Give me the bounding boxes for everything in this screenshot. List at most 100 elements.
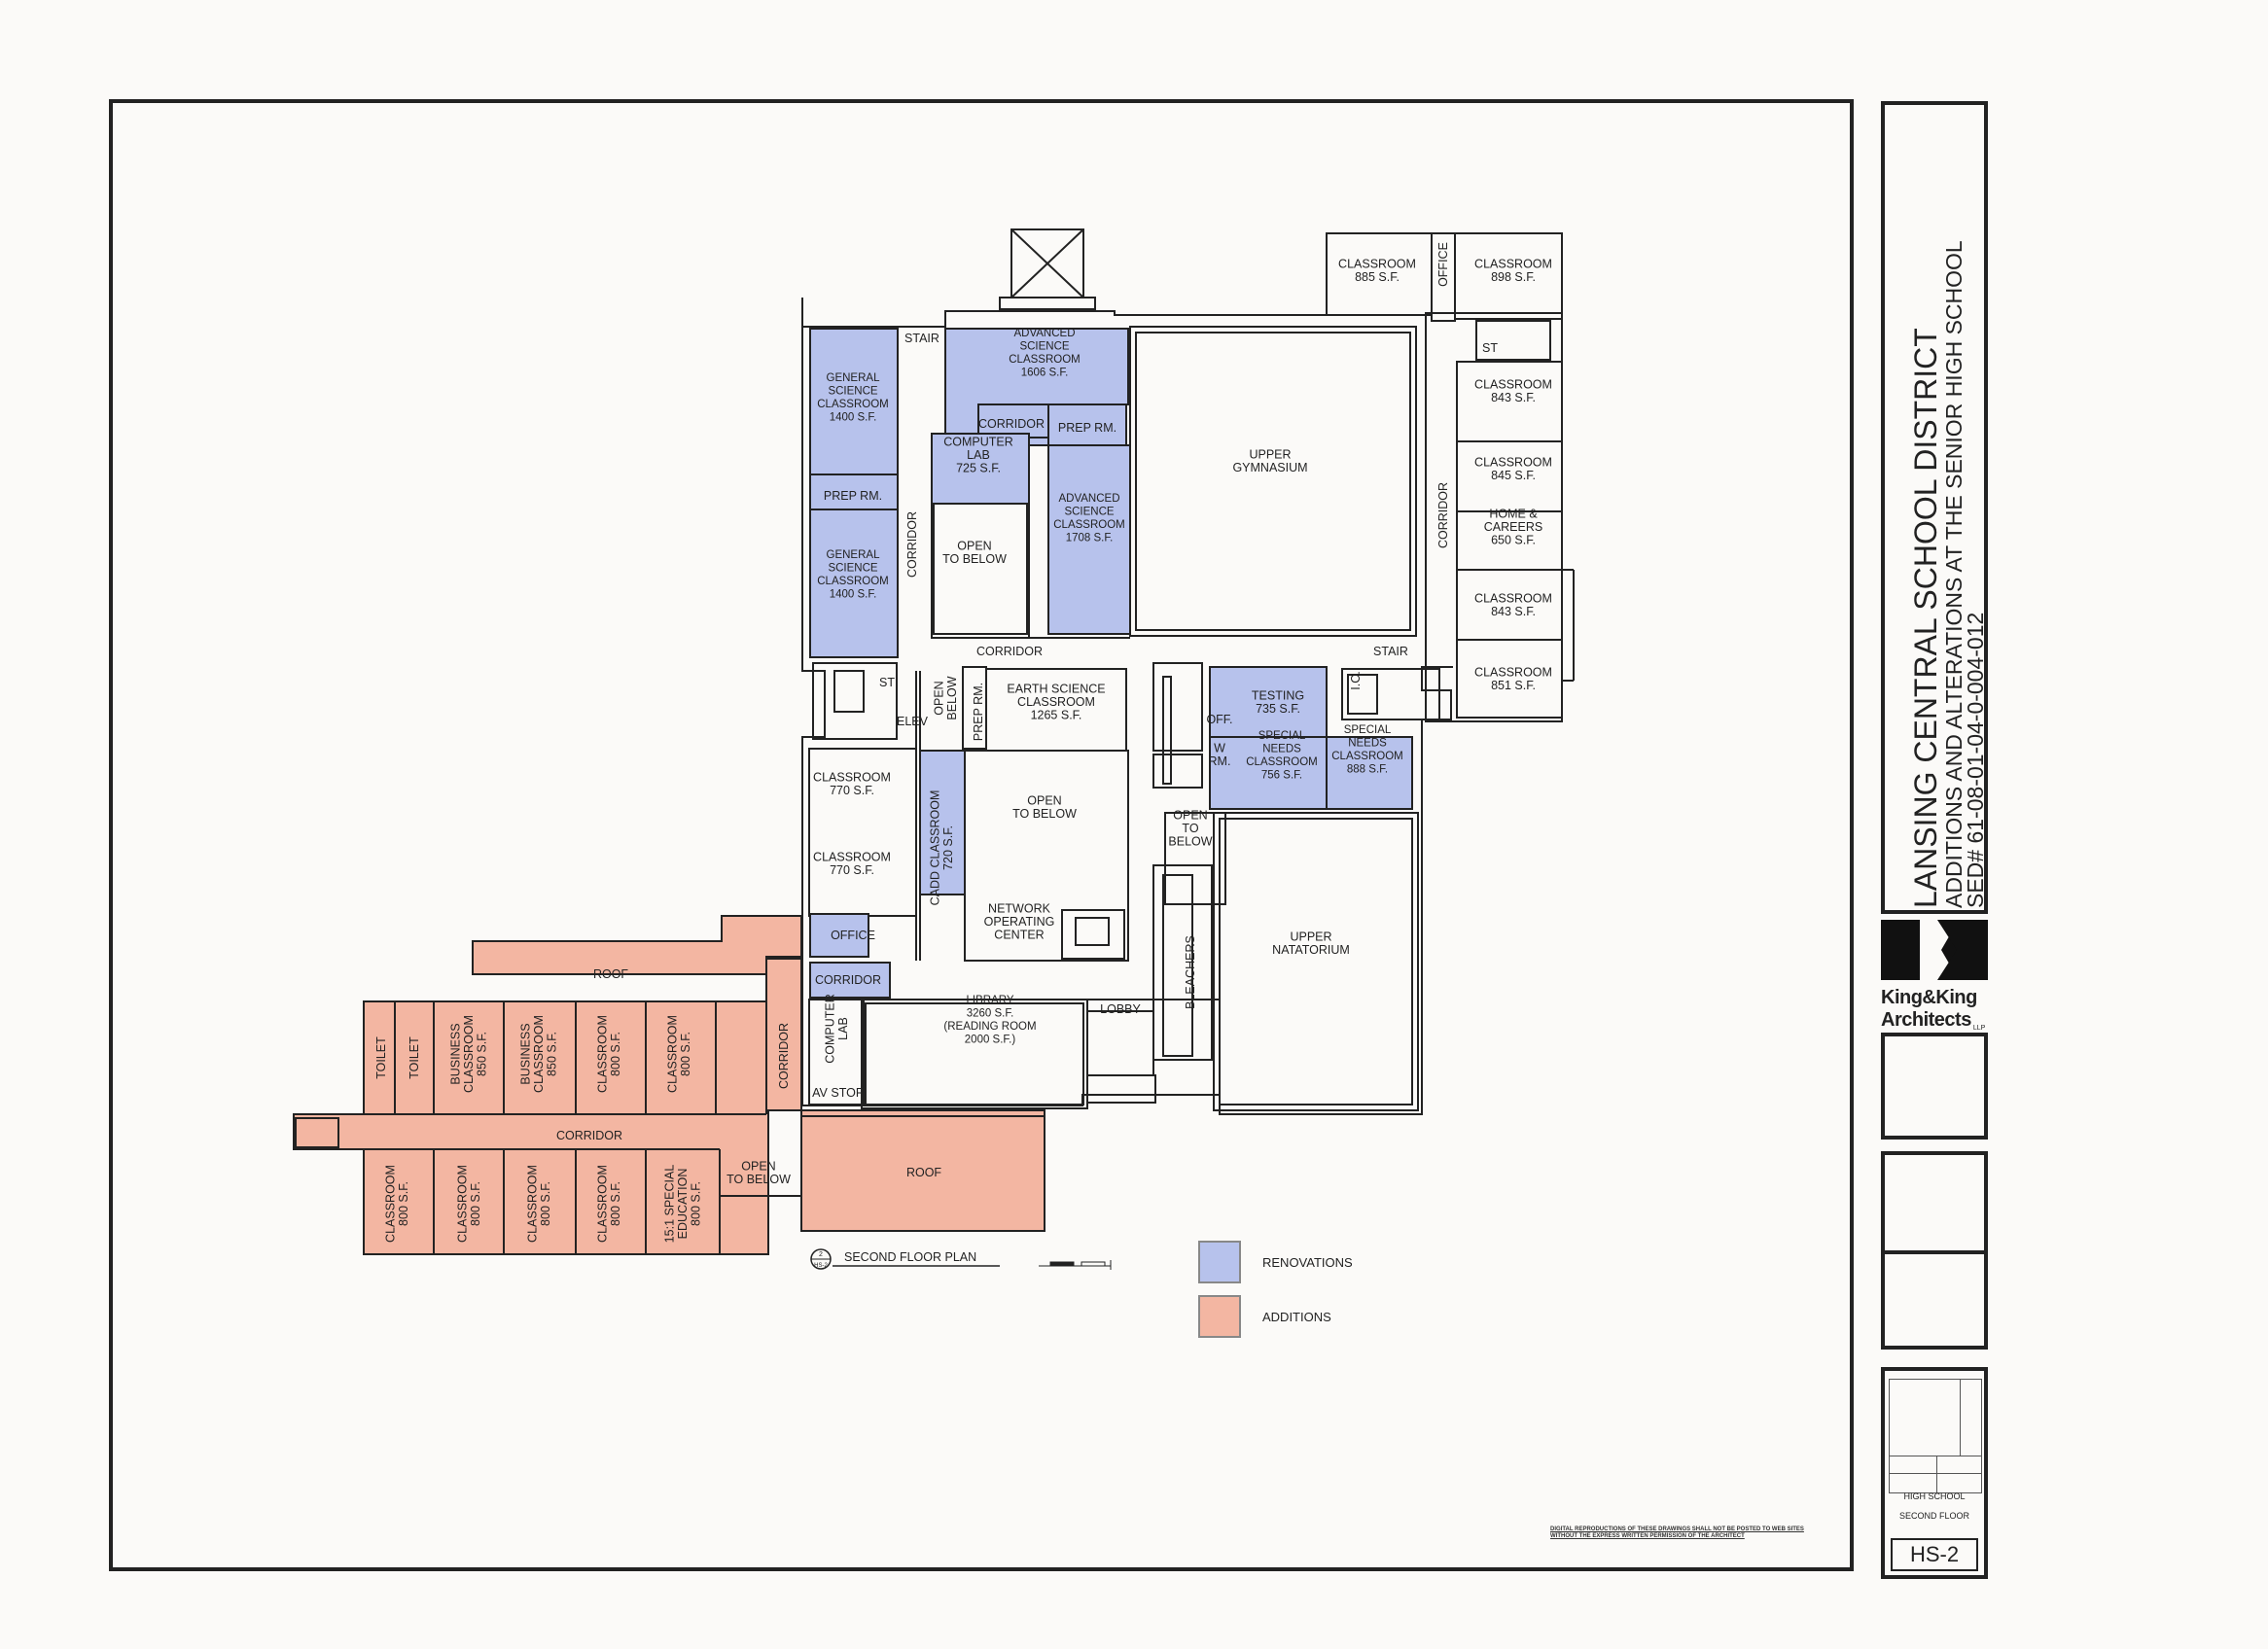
plan-callout-number: 2 (819, 1251, 823, 1258)
room-label-line: CLASSROOM (595, 1165, 609, 1243)
room-label-line: CORRIDOR (777, 1023, 791, 1089)
room-label-corridor-v1: CORRIDOR (905, 511, 919, 578)
sheet-border (109, 99, 1854, 1571)
room-label-line: 1606 S.F. (1021, 367, 1069, 378)
room-label-line: CLASSROOM (455, 1165, 469, 1243)
room-label-line: CLASSROOM (813, 850, 891, 863)
room-label-line: CLASSROOM (665, 1015, 679, 1093)
sheet-number-box: HS-2 (1891, 1538, 1978, 1571)
room-label-line: ROOF (906, 1166, 941, 1179)
room-label-line: TO BELOW (1012, 807, 1077, 821)
room-label-line: BELOW (945, 676, 959, 719)
room-label-line: ST (879, 676, 895, 689)
room-label-line: NEEDS (1348, 737, 1387, 749)
legend-item-additions: ADDITIONS (1198, 1295, 1331, 1338)
room-label-line: 770 S.F. (830, 863, 874, 877)
room-label-line: ST (1482, 341, 1498, 355)
room-label-st-2: ST (879, 676, 895, 689)
legend-swatch-additions (1198, 1295, 1241, 1338)
room-label-line: W (1214, 741, 1225, 754)
legend-swatch-renovations (1198, 1241, 1241, 1283)
firm-logo-box: King&King Architects LLP (1881, 920, 1988, 1032)
room-label-cadd: CADD CLASSROOM720 S.F. (928, 790, 955, 906)
room-label-prep-3: PREP RM. (972, 683, 985, 741)
room-label-line: BUSINESS (449, 1023, 463, 1084)
room-label-line: CLASSROOM (813, 770, 891, 784)
gym-outline (1129, 326, 1417, 637)
room-label-office-1: OFFICE (1436, 242, 1450, 287)
room-label-prep-2: PREP RM. (824, 489, 882, 503)
firm-suffix: LLP (1972, 1025, 1986, 1032)
room-label-line: ROOF (593, 967, 628, 981)
room-label-off: OFF. (1206, 713, 1232, 726)
room-label-line: 756 S.F. (1261, 769, 1302, 781)
room-label-line: CENTER (994, 929, 1044, 942)
outer-wall-north (801, 298, 1327, 328)
room-gen-sci-1-fill (809, 328, 899, 475)
room-label-line: 735 S.F. (1256, 702, 1300, 716)
room-label-corridor-b: CORRIDOR (976, 645, 1043, 658)
room-label-line: LAB (836, 1017, 850, 1040)
district-name: LANSING CENTRAL SCHOOL DISTRICT (1908, 328, 1943, 908)
room-gen-sci-2-fill (809, 509, 899, 658)
sed-number: SED# 61-08-01-04-0-004-012 (1963, 612, 1988, 908)
room-label-corridor-add-v: CORRIDOR (777, 1023, 791, 1089)
room-label-line: TOILET (374, 1036, 388, 1079)
room-label-line: CORRIDOR (1436, 482, 1450, 548)
room-label-line: UPPER (1290, 930, 1331, 943)
room-label-open-below-2: OPENBELOW (932, 676, 959, 719)
room-label-line: STAIR (1373, 645, 1408, 658)
room-label-line: 843 S.F. (1491, 605, 1536, 618)
room-label-business-1: BUSINESSCLASSROOM850 S.F. (449, 1015, 489, 1093)
room-label-business-2: BUSINESSCLASSROOM850 S.F. (519, 1015, 559, 1093)
room-label-line: (READING ROOM (943, 1021, 1036, 1033)
room-label-line: CLASSROOM (1009, 354, 1081, 366)
room-label-line: ELEV (897, 715, 929, 728)
room-label-line: CLASSROOM (1246, 756, 1318, 768)
room-label-line: HOME & (1489, 508, 1538, 521)
room-label-toilet-2: TOILET (408, 1036, 421, 1079)
room-label-special-ed: 15:1 SPECIALEDUCATION800 S.F. (663, 1165, 703, 1244)
room-label-line: 800 S.F. (609, 1181, 622, 1226)
room-label-ic: I.C. (1349, 671, 1363, 689)
addition-roof-2 (800, 1115, 1045, 1232)
room-label-line: OFFICE (1436, 242, 1450, 287)
room-label-line: TO BELOW (726, 1173, 791, 1186)
room-label-corridor-a: CORRIDOR (978, 417, 1045, 431)
room-label-line: 850 S.F. (546, 1032, 559, 1076)
room-label-line: GENERAL (827, 372, 881, 384)
firm-name-line1: King&King (1881, 987, 1977, 1008)
firm-logo-icon (1881, 920, 1988, 980)
room-label-line: CLASSROOM (817, 399, 889, 410)
room-label-line: OPEN (1173, 809, 1207, 823)
room-label-corridor-c: CORRIDOR (815, 973, 881, 987)
sheet-info-box: HIGH SCHOOL SECOND FLOOR HS-2 (1881, 1367, 1988, 1579)
room-label-line: CADD CLASSROOM (928, 790, 941, 906)
plan-callout-sheet: HS-2 (814, 1263, 828, 1269)
room-label-line: 800 S.F. (609, 1032, 622, 1076)
room-label-line: OFF. (1206, 713, 1232, 726)
room-label-line: OPEN (1027, 793, 1061, 807)
room-label-line: CLASSROOM (1474, 591, 1552, 605)
room-label-line: SPECIAL (1258, 730, 1306, 742)
room-label-line: 845 S.F. (1491, 469, 1536, 482)
room-label-prep-1: PREP RM. (1058, 421, 1116, 435)
room-label-line: NATATORIUM (1272, 943, 1350, 957)
room-label-line: SCIENCE (828, 562, 877, 574)
room-label-line: CLASSROOM (1474, 455, 1552, 469)
room-label-line: CORRIDOR (978, 417, 1045, 431)
room-label-add-class-6: CLASSROOM800 S.F. (595, 1165, 622, 1243)
